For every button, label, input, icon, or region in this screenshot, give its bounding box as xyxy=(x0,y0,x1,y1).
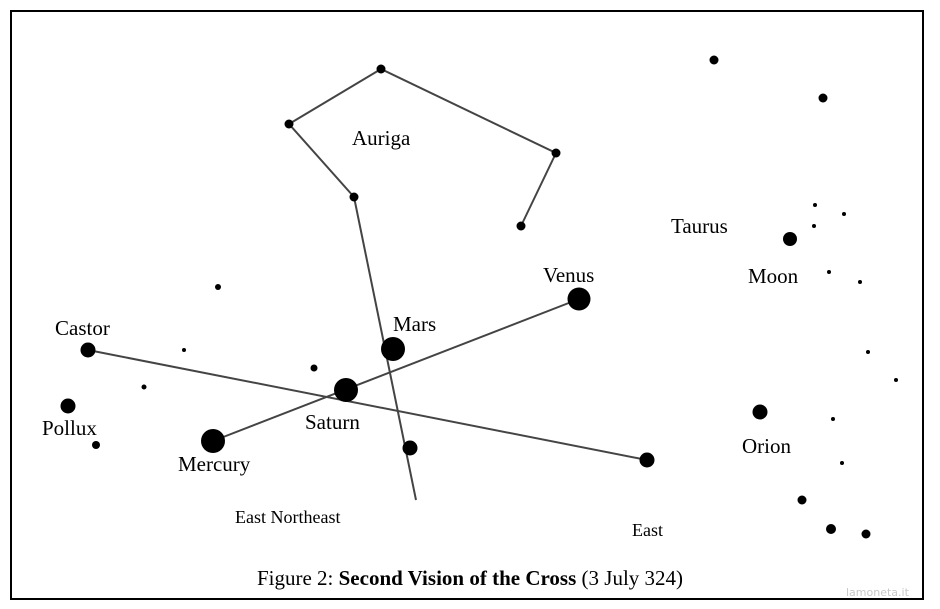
auriga-lines xyxy=(287,67,558,501)
mercury-venus-beam xyxy=(212,298,580,442)
orion-star xyxy=(752,404,768,420)
caption-suffix: (3 July 324) xyxy=(576,566,684,590)
castor-label: Castor xyxy=(55,316,110,340)
cross-beams xyxy=(87,298,648,461)
auriga-label: Auriga xyxy=(352,126,411,150)
auriga-stars xyxy=(284,64,561,231)
watermark: lamoneta.it xyxy=(846,586,909,599)
caption-title: Second Vision of the Cross xyxy=(338,566,577,590)
figure-caption: Figure 2: Second Vision of the Cross (3 … xyxy=(0,566,940,591)
pollux-label: Pollux xyxy=(42,416,97,440)
field-star xyxy=(215,284,221,290)
taurus-label: Taurus xyxy=(671,214,728,238)
field-star xyxy=(92,441,100,449)
field-star xyxy=(866,350,870,354)
mars-planet xyxy=(381,337,405,361)
named-stars xyxy=(60,232,797,468)
auriga-star xyxy=(284,119,294,129)
figure-frame xyxy=(10,10,924,600)
field-star xyxy=(842,212,846,216)
field-star xyxy=(813,203,817,207)
auriga-star xyxy=(516,221,526,231)
castor-star xyxy=(80,342,96,358)
mars-label: Mars xyxy=(393,312,437,336)
field-star xyxy=(858,280,862,284)
field-star xyxy=(861,529,871,539)
saturn-planet xyxy=(334,378,358,402)
auriga-outline xyxy=(287,67,558,227)
field-star xyxy=(826,524,836,534)
east-star xyxy=(639,452,655,468)
moon-star xyxy=(783,232,797,246)
field-star xyxy=(797,495,807,505)
orion-label: Orion xyxy=(742,434,791,458)
field-star xyxy=(827,270,831,274)
field-stars xyxy=(92,55,898,539)
field-star xyxy=(812,224,816,228)
auriga-star xyxy=(551,148,561,158)
field-star xyxy=(709,55,719,65)
moon-label: Moon xyxy=(748,264,799,288)
venus-planet xyxy=(567,287,591,311)
caption-prefix: Figure 2: xyxy=(256,566,339,590)
beam-star xyxy=(402,440,418,456)
mercury-planet xyxy=(201,429,225,453)
field-star xyxy=(840,461,844,465)
auriga-star xyxy=(376,64,386,74)
moon-crescent-icon xyxy=(767,230,783,257)
field-star xyxy=(182,348,186,352)
field-star xyxy=(141,384,147,390)
pollux-star xyxy=(60,398,76,414)
planets xyxy=(201,287,591,453)
east-label: East xyxy=(632,520,663,540)
castor-east-beam xyxy=(87,349,648,461)
saturn-label: Saturn xyxy=(305,410,360,434)
field-star xyxy=(818,93,828,103)
venus-label: Venus xyxy=(543,263,595,287)
field-star xyxy=(310,364,318,372)
field-star xyxy=(894,378,898,382)
auriga-star xyxy=(349,192,359,202)
east-northeast-label: East Northeast xyxy=(235,507,341,527)
mercury-label: Mercury xyxy=(178,452,251,476)
field-star xyxy=(831,417,835,421)
